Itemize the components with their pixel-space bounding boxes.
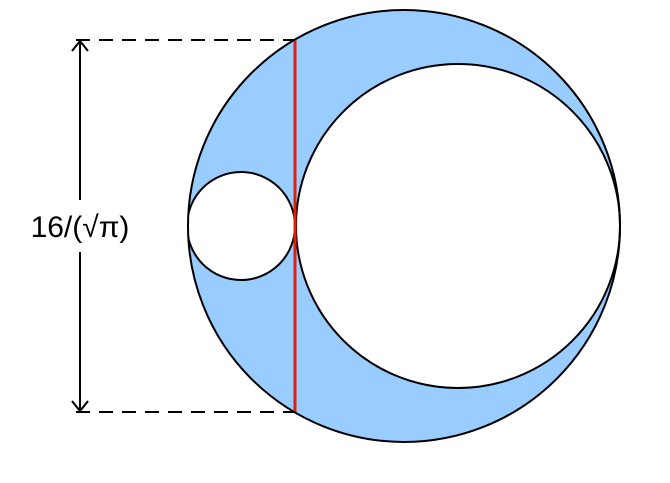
dimension-label: 16/(√π) xyxy=(31,211,130,244)
large-circle xyxy=(295,63,621,389)
outer-circle xyxy=(187,9,621,443)
arrowhead-down-icon xyxy=(71,400,89,413)
arrowhead-up-icon xyxy=(71,39,89,52)
small-circle xyxy=(188,171,296,281)
